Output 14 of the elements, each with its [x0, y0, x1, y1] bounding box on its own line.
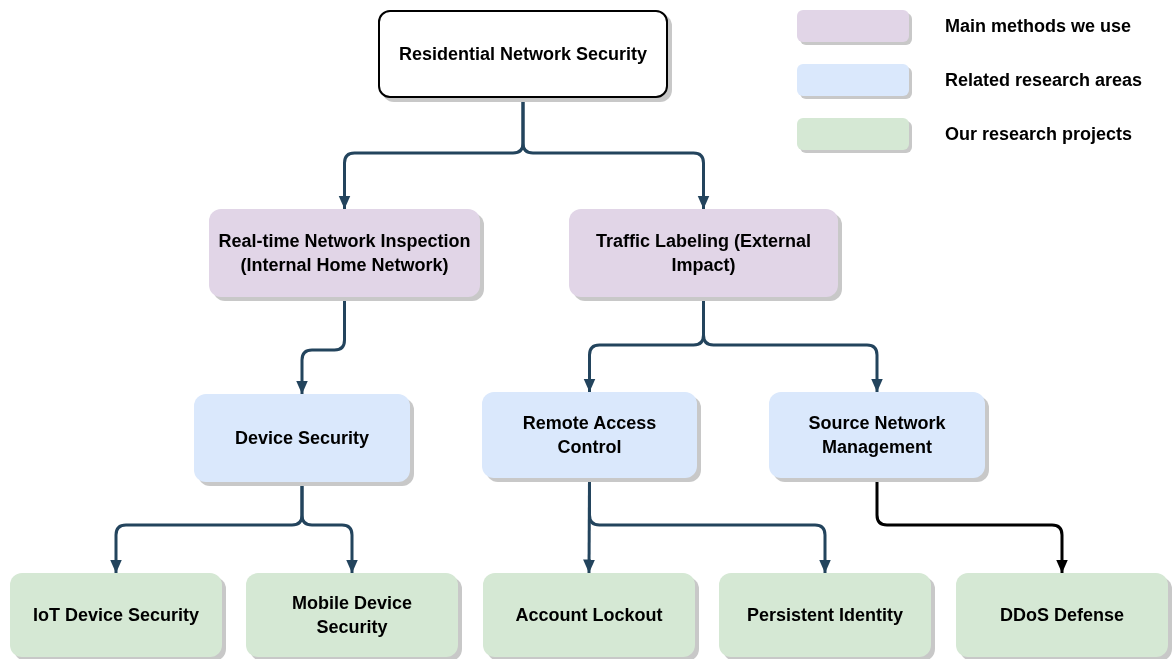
box-label: Device Security [234, 427, 370, 450]
box-label: Remote Access Control [521, 412, 658, 459]
legend-label: Related research areas [945, 68, 1143, 92]
box-label: DDoS Defense [1000, 604, 1124, 627]
box-label: Traffic Labeling (External Impact) [594, 230, 813, 277]
box-label: Mobile Device Security [290, 592, 413, 639]
box-label: Persistent Identity [746, 604, 903, 627]
legend-label: Main methods we use [945, 14, 1132, 38]
box-label: IoT Device Security [32, 604, 200, 627]
legend-label: Our research projects [945, 122, 1133, 146]
box-label: Real-time Network Inspection (Internal Home Network) [217, 230, 472, 277]
box-label: Residential Network Security [398, 43, 648, 66]
box-label: Account Lockout [515, 604, 663, 627]
box-label: Source Network Management [807, 412, 947, 459]
